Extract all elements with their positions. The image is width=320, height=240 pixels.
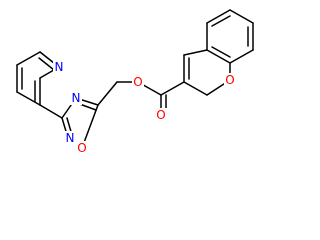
- bond: [97, 81, 118, 106]
- atom-label-bg: [76, 141, 88, 155]
- bond: [183, 81, 208, 96]
- atom-label-bg: [70, 91, 82, 105]
- atom-label: N: [66, 131, 75, 145]
- bond: [81, 104, 99, 149]
- bond: [206, 9, 231, 24]
- atom-label: N: [72, 91, 81, 105]
- bond: [16, 51, 41, 66]
- bond: [183, 49, 208, 56]
- bond: [38, 57, 55, 71]
- atom-label: O: [156, 108, 165, 122]
- bond: [229, 49, 254, 64]
- bond: [211, 46, 231, 58]
- atom-label: O: [77, 141, 86, 155]
- atom-label: O: [133, 75, 142, 89]
- bond: [229, 9, 254, 24]
- atom-label-bg: [224, 73, 236, 87]
- atom-label-bg: [155, 108, 167, 122]
- bond: [160, 81, 185, 96]
- atom-label-bg: [53, 60, 65, 74]
- atom-label-bg: [132, 75, 144, 89]
- bond: [39, 104, 63, 119]
- bond: [211, 15, 231, 27]
- atom-label-bg: [64, 131, 76, 145]
- bond: [16, 91, 41, 106]
- atom-label: O: [225, 73, 234, 87]
- bond: [206, 49, 231, 64]
- atom-label: N: [55, 60, 64, 74]
